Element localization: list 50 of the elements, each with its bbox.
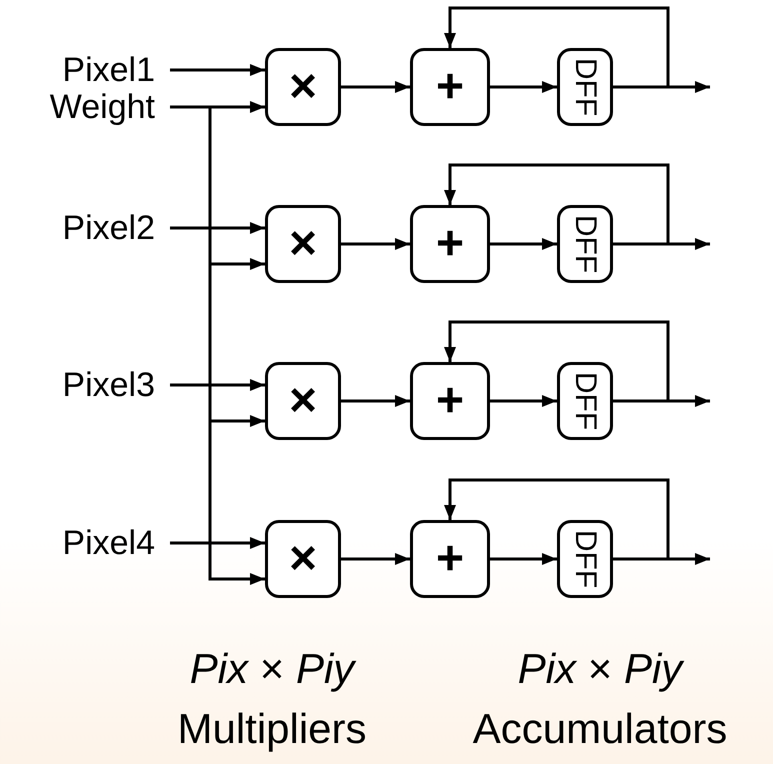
operator-symbol: + <box>436 535 464 583</box>
input-label: Pixel2 <box>20 208 155 248</box>
count-formula: Pix × Piy <box>190 645 354 693</box>
arrow <box>170 64 265 76</box>
arrow <box>341 553 410 565</box>
multiplier-box <box>265 205 341 283</box>
input-label: Pixel4 <box>20 523 155 563</box>
adder-box <box>410 362 490 440</box>
flip-flop-box <box>557 205 613 283</box>
operator-symbol: × <box>288 535 318 583</box>
multiplier-box <box>265 520 341 598</box>
count-formula: Pix × Piy <box>518 645 682 693</box>
flip-flop-box <box>557 48 613 126</box>
arrow <box>341 395 410 407</box>
arrow <box>170 537 265 549</box>
box-label: DFF <box>570 214 600 274</box>
adder-box <box>410 205 490 283</box>
feedback-arrow <box>444 478 670 560</box>
arrow <box>490 553 557 565</box>
adder-box <box>410 520 490 598</box>
operator-symbol: × <box>288 377 318 425</box>
arrow <box>490 81 557 93</box>
arrow <box>490 238 557 250</box>
arrow <box>170 222 265 234</box>
operator-symbol: × <box>288 63 318 111</box>
column-caption: Accumulators <box>472 705 728 753</box>
arrow <box>341 238 410 250</box>
box-label: DFF <box>570 530 600 588</box>
operator-symbol: + <box>436 63 464 111</box>
feedback-arrow <box>444 164 670 246</box>
column-caption: Multipliers <box>177 705 367 753</box>
arrow <box>170 379 265 391</box>
input-label: Weight <box>0 87 155 127</box>
feedback-arrow <box>444 320 670 402</box>
multiplier-box <box>265 362 341 440</box>
input-label: Pixel1 <box>20 50 155 90</box>
operator-symbol: × <box>288 220 318 268</box>
adder-box <box>410 48 490 126</box>
feedback-arrow <box>444 6 670 88</box>
flip-flop-box <box>557 362 613 440</box>
box-label: DFF <box>570 372 600 430</box>
box-label: DFF <box>570 58 600 116</box>
arrow <box>170 106 265 585</box>
input-label: Pixel3 <box>20 365 155 405</box>
flip-flop-box <box>557 520 613 598</box>
operator-symbol: + <box>436 377 464 425</box>
multiplier-box <box>265 48 341 126</box>
arrow <box>341 81 410 93</box>
arrow <box>490 395 557 407</box>
operator-symbol: + <box>436 220 464 268</box>
